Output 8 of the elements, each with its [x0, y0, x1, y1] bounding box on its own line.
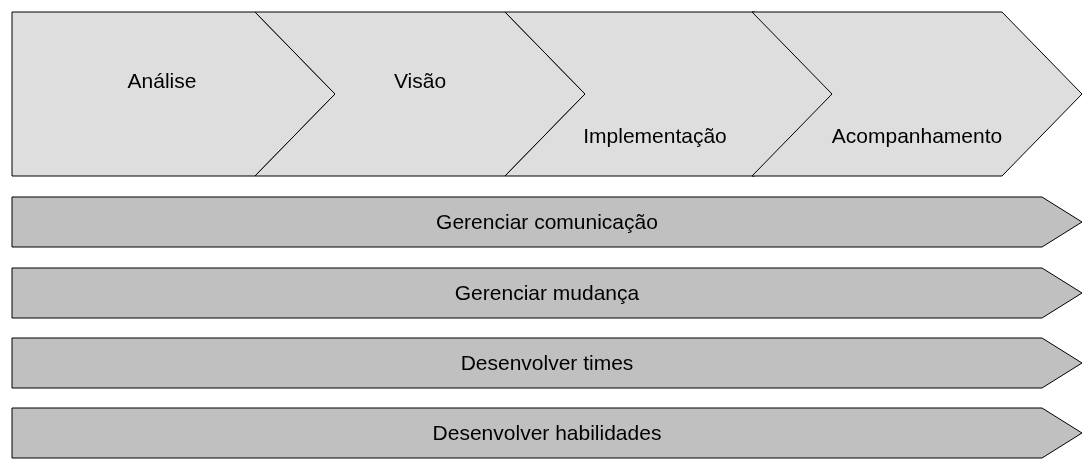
activity-label: Desenvolver times	[460, 351, 634, 375]
activity-label: Desenvolver habilidades	[432, 421, 662, 445]
phase-label: Análise	[127, 69, 197, 93]
activity-label: Gerenciar comunicação	[436, 210, 658, 234]
phase-label: Implementação	[583, 124, 727, 148]
activity-label: Gerenciar mudança	[454, 281, 640, 305]
phase-label: Acompanhamento	[831, 124, 1003, 148]
phase-label: Visão	[393, 69, 447, 93]
